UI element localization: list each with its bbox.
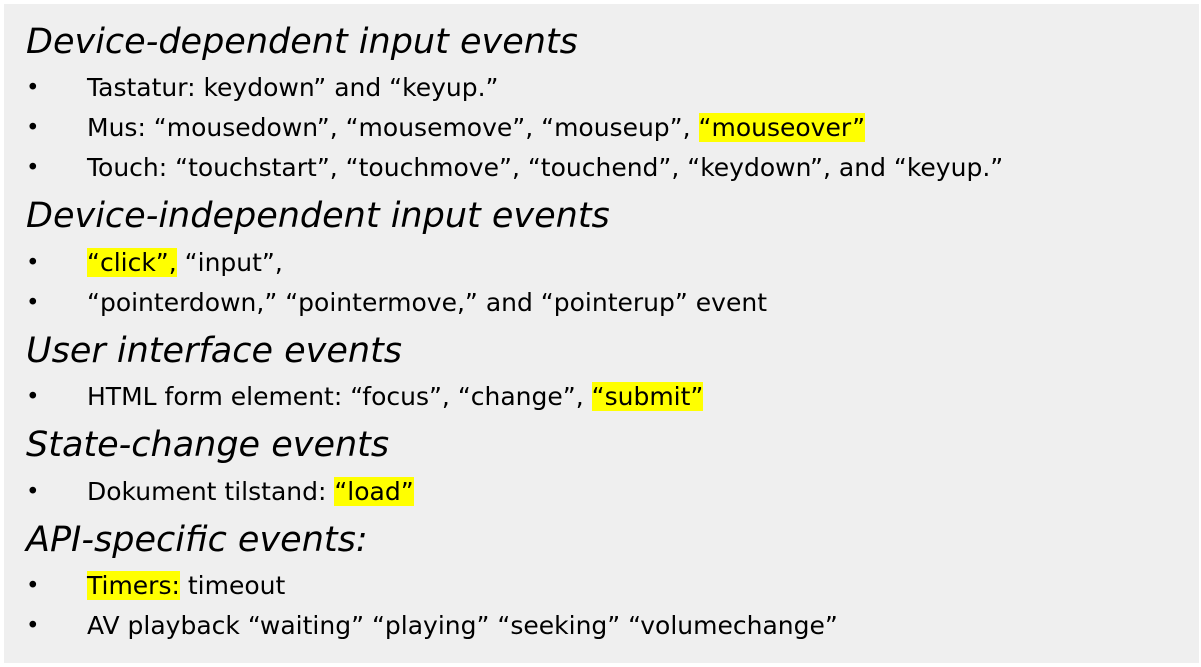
bullet: • [26,573,40,599]
item-text-segment: Mus: “mousedown”, “mousemove”, “mouseup”… [87,113,699,142]
section-heading-api-specific: API-specific events: [26,520,368,560]
list-item-text: Touch: “touchstart”, “touchmove”, “touch… [87,149,1003,187]
list-item: • Timers: timeout [4,567,1194,605]
section-heading-user-interface: User interface events [26,331,403,371]
highlighted-term: “click”, [87,248,177,277]
item-text-segment: HTML form element: “focus”, “change”, [87,382,592,411]
list-item-text: “click”, “input”, [87,244,283,282]
item-text-segment: “input”, [176,248,283,277]
list-item: • Touch: “touchstart”, “touchmove”, “tou… [4,149,1194,187]
item-text-segment: Tastatur: keydown” and “keyup.” [87,73,499,102]
highlighted-term: Timers: [87,571,180,600]
list-item-text: HTML form element: “focus”, “change”, “s… [87,378,704,416]
list-item-text: Mus: “mousedown”, “mousemove”, “mouseup”… [87,109,866,147]
item-text-segment: timeout [179,571,286,600]
list-item-text: Tastatur: keydown” and “keyup.” [87,69,499,107]
bullet: • [26,290,40,316]
list-item-text: Timers: timeout [87,567,285,605]
bullet: • [26,479,40,505]
item-text-segment: AV playback “waiting” “playing” “seeking… [87,611,838,640]
bullet: • [26,613,40,639]
bullet: • [26,155,40,181]
list-item: • Tastatur: keydown” and “keyup.” [4,69,1194,107]
list-item: • “click”, “input”, [4,244,1194,282]
bullet: • [26,250,40,276]
highlighted-term: “mouseover” [698,113,866,142]
list-item-text: “pointerdown,” “pointermove,” and “point… [87,284,767,322]
highlighted-term: “load” [334,477,414,506]
highlighted-term: “submit” [591,382,704,411]
item-text-segment: Touch: “touchstart”, “touchmove”, “touch… [87,153,1004,182]
list-item: • Dokument tilstand: “load” [4,473,1194,511]
item-text-segment: “pointerdown,” “pointermove,” and “point… [87,288,767,317]
list-item-text: Dokument tilstand: “load” [87,473,414,511]
section-heading-state-change: State-change events [26,425,390,465]
item-text-segment: Dokument tilstand: [87,477,335,506]
section-heading-device-independent: Device-independent input events [26,196,610,236]
section-heading-device-dependent: Device-dependent input events [26,22,578,62]
list-item: • Mus: “mousedown”, “mousemove”, “mouseu… [4,109,1194,147]
bullet: • [26,384,40,410]
list-item: • HTML form element: “focus”, “change”, … [4,378,1194,416]
list-item: • AV playback “waiting” “playing” “seeki… [4,607,1194,645]
slide: Device-dependent input events • Tastatur… [4,4,1199,663]
bullet: • [26,75,40,101]
list-item: • “pointerdown,” “pointermove,” and “poi… [4,284,1194,322]
bullet: • [26,115,40,141]
list-item-text: AV playback “waiting” “playing” “seeking… [87,607,838,645]
